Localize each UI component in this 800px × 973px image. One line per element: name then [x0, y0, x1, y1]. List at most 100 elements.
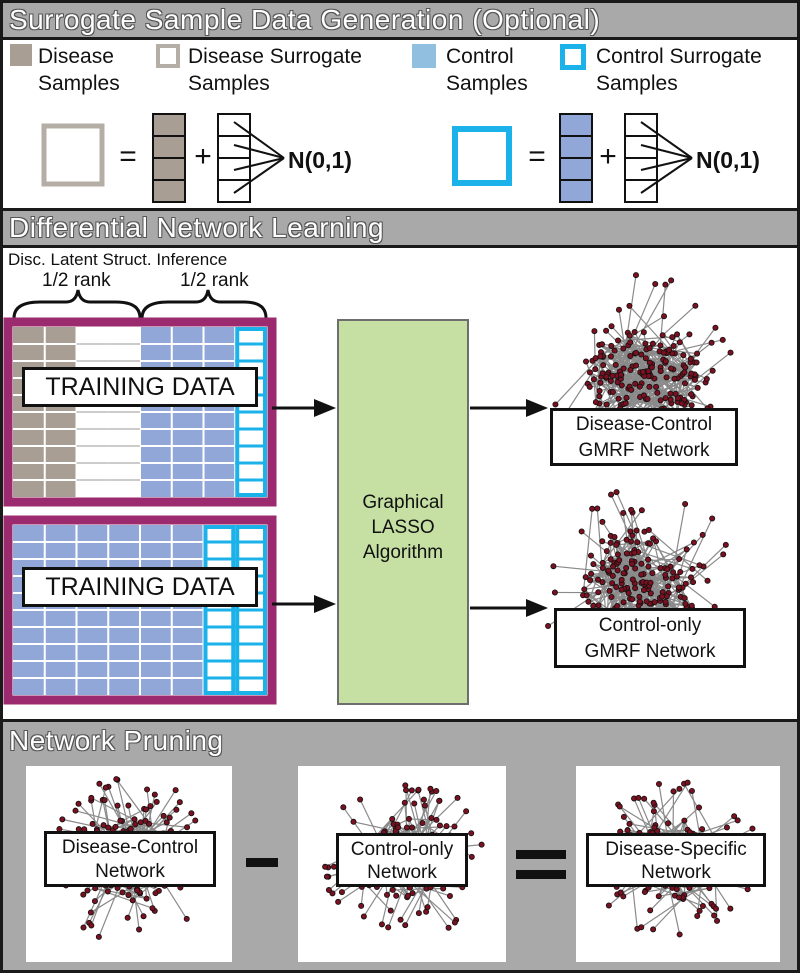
network-node	[608, 594, 615, 601]
pruning-label-line2: Network	[367, 862, 437, 883]
network-node	[645, 526, 652, 533]
network-node	[411, 800, 418, 807]
network-node	[683, 546, 690, 553]
network-node	[688, 787, 695, 794]
network-node	[692, 302, 699, 309]
network-node	[142, 817, 149, 824]
surrogate-section-title: Surrogate Sample Data Generation (Option…	[3, 3, 797, 37]
network-node	[703, 376, 710, 383]
pruning-label-disease-specific: Disease-Specific Network	[586, 833, 766, 887]
network-node	[340, 804, 347, 811]
network-node	[676, 339, 683, 346]
equals-bar-bottom	[516, 870, 566, 879]
network-node	[586, 369, 593, 376]
pruning-label-control-only: Control-only Network	[336, 833, 468, 887]
network-node	[545, 623, 552, 630]
network-node	[589, 505, 596, 512]
network-node	[636, 593, 643, 600]
network-node	[591, 328, 598, 335]
network-node	[694, 384, 701, 391]
network-node	[183, 915, 190, 922]
network-node	[616, 803, 623, 810]
network-node	[329, 890, 336, 897]
lasso-label-line2: LASSO	[371, 517, 435, 538]
network-node	[360, 913, 367, 920]
network-node	[596, 393, 603, 400]
network-node	[632, 565, 639, 572]
network-node	[350, 818, 357, 825]
network-node	[636, 598, 643, 605]
network-node	[188, 810, 195, 817]
network-node	[672, 390, 679, 397]
network-node	[421, 802, 428, 809]
network-node	[627, 528, 634, 535]
disease-swatch	[10, 44, 32, 66]
pruning-label-line2: Network	[641, 862, 711, 883]
network-node	[603, 548, 610, 555]
network-node	[607, 353, 614, 360]
network-node	[423, 908, 430, 915]
network-node	[550, 563, 557, 570]
network-node	[104, 888, 111, 895]
network-node	[176, 799, 183, 806]
network-node	[594, 576, 601, 583]
network-node	[583, 592, 590, 599]
network-node	[419, 820, 426, 827]
network-node	[629, 560, 636, 567]
network-node	[620, 345, 627, 352]
network-node	[617, 889, 624, 896]
network-node	[420, 796, 427, 803]
network-node	[650, 535, 657, 542]
network-node	[405, 815, 412, 822]
network-node	[357, 796, 364, 803]
network-node	[633, 527, 640, 534]
pruning-label-line1: Disease-Control	[61, 837, 199, 858]
network-node	[125, 892, 132, 899]
network-label-line1: Control-only	[598, 615, 702, 636]
network-node	[163, 819, 170, 826]
network-node	[662, 395, 669, 402]
network-node	[616, 557, 623, 564]
network-node	[428, 814, 435, 821]
network-node	[124, 914, 131, 921]
network-node	[684, 779, 691, 786]
network-node	[723, 824, 730, 831]
network-node	[641, 795, 648, 802]
legend-control-surrogate-line2: Samples	[596, 72, 678, 95]
legend-control-surrogate-line1: Control Surrogate	[596, 45, 762, 68]
network-node	[676, 556, 683, 563]
network-node	[151, 791, 158, 798]
network-node	[125, 802, 132, 809]
network-node	[433, 816, 440, 823]
network-node	[454, 794, 461, 801]
network-node	[647, 540, 654, 547]
network-node	[647, 579, 654, 586]
network-node	[709, 367, 716, 374]
network-node	[378, 921, 385, 928]
network-node	[711, 912, 718, 919]
network-node	[402, 922, 409, 929]
network-node	[131, 816, 138, 823]
network-node	[603, 327, 610, 334]
network-label-line2: GMRF Network	[584, 641, 716, 662]
network-node	[687, 574, 694, 581]
network-node	[622, 400, 629, 407]
network-node	[609, 580, 616, 587]
network-node	[102, 784, 109, 791]
network-node	[671, 375, 678, 382]
network-node	[595, 602, 602, 609]
network-node	[409, 890, 416, 897]
network-node	[72, 807, 79, 814]
network-node	[646, 345, 653, 352]
network-node	[694, 912, 701, 919]
network-node	[408, 787, 415, 794]
network-node	[597, 353, 604, 360]
network-node	[612, 361, 619, 368]
network-node	[650, 808, 657, 815]
network-node	[633, 349, 640, 356]
network-node	[667, 396, 674, 403]
network-node	[588, 570, 595, 577]
network-node	[719, 336, 726, 343]
network-node	[659, 593, 666, 600]
disease-surrogate-swatch	[156, 44, 180, 68]
